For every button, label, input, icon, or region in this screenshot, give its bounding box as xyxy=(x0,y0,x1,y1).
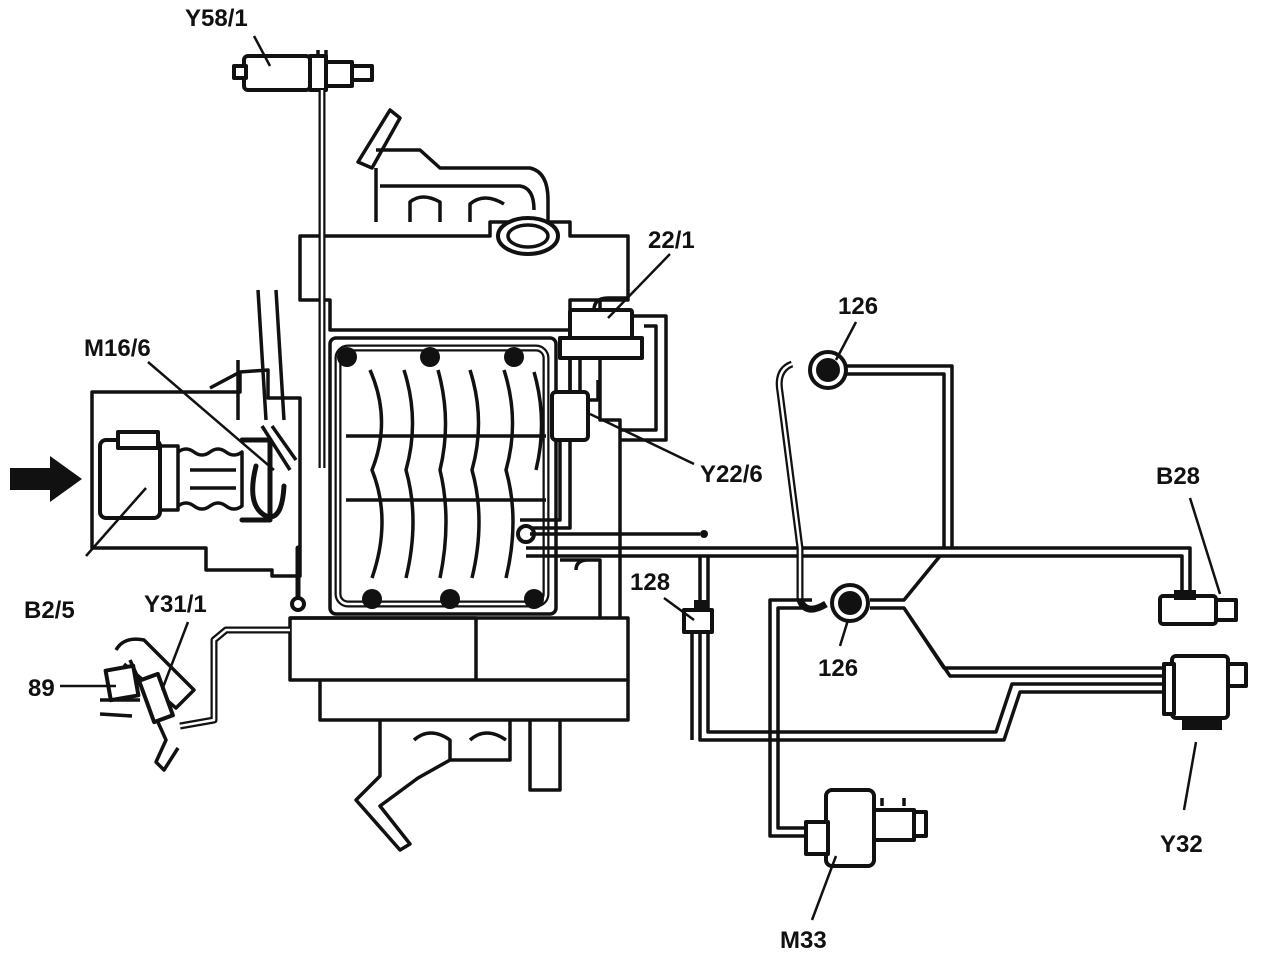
vacuum-lines-right xyxy=(516,360,1192,838)
cylinder-markers xyxy=(337,347,544,609)
valve-y32 xyxy=(1162,654,1248,730)
label-b2-5: B2/5 xyxy=(24,597,75,624)
valve-y22-6 xyxy=(520,358,600,530)
label-m16-6: M16/6 xyxy=(84,335,151,362)
label-y58-1: Y58/1 xyxy=(185,5,248,32)
label-89: 89 xyxy=(28,675,55,702)
label-y22-6: Y22/6 xyxy=(700,461,763,488)
label-126-top: 126 xyxy=(838,293,878,320)
label-22-1: 22/1 xyxy=(648,227,695,254)
label-y31-1: Y31/1 xyxy=(144,591,207,618)
valve-22-1 xyxy=(558,296,668,442)
engine-block xyxy=(288,108,630,852)
intake-housing xyxy=(90,289,302,578)
check-valve-126-top xyxy=(808,350,848,390)
check-valve-126-bottom xyxy=(796,583,870,623)
pump-m33 xyxy=(804,788,928,868)
sensor-b28 xyxy=(1158,590,1238,626)
restrictor-128 xyxy=(682,600,714,634)
valve-y58-1 xyxy=(232,50,374,468)
valve-y31-1 xyxy=(99,545,306,772)
label-128: 128 xyxy=(630,569,670,596)
label-y32: Y32 xyxy=(1160,831,1203,858)
label-126-bottom: 126 xyxy=(818,655,858,682)
label-m33: M33 xyxy=(780,927,827,954)
label-b28: B28 xyxy=(1156,463,1200,490)
arrow-right-icon xyxy=(10,456,82,502)
leader-lines xyxy=(60,35,1222,921)
